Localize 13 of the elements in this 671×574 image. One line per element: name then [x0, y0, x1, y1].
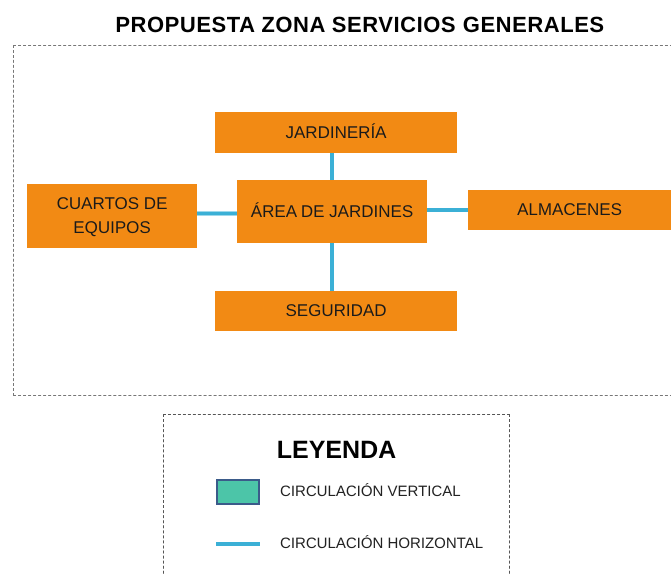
area-box: JARDINERÍA — [215, 112, 457, 153]
area-box: SEGURIDAD — [215, 291, 457, 331]
legend-text: CIRCULACIÓN VERTICAL — [280, 482, 461, 502]
connector-line — [427, 208, 468, 212]
legend-text: CIRCULACIÓN HORIZONTAL — [280, 534, 484, 554]
connector-line — [330, 243, 334, 291]
connector-line — [197, 212, 237, 216]
connector-line — [330, 153, 334, 180]
diagram-title: PROPUESTA ZONA SERVICIOS GENERALES — [114, 11, 606, 39]
legend-heading: LEYENDA — [276, 435, 398, 466]
area-box: ÁREA DE JARDINES — [237, 180, 427, 243]
area-box: CUARTOS DE EQUIPOS — [27, 184, 197, 248]
area-box: ALMACENES — [468, 190, 671, 230]
